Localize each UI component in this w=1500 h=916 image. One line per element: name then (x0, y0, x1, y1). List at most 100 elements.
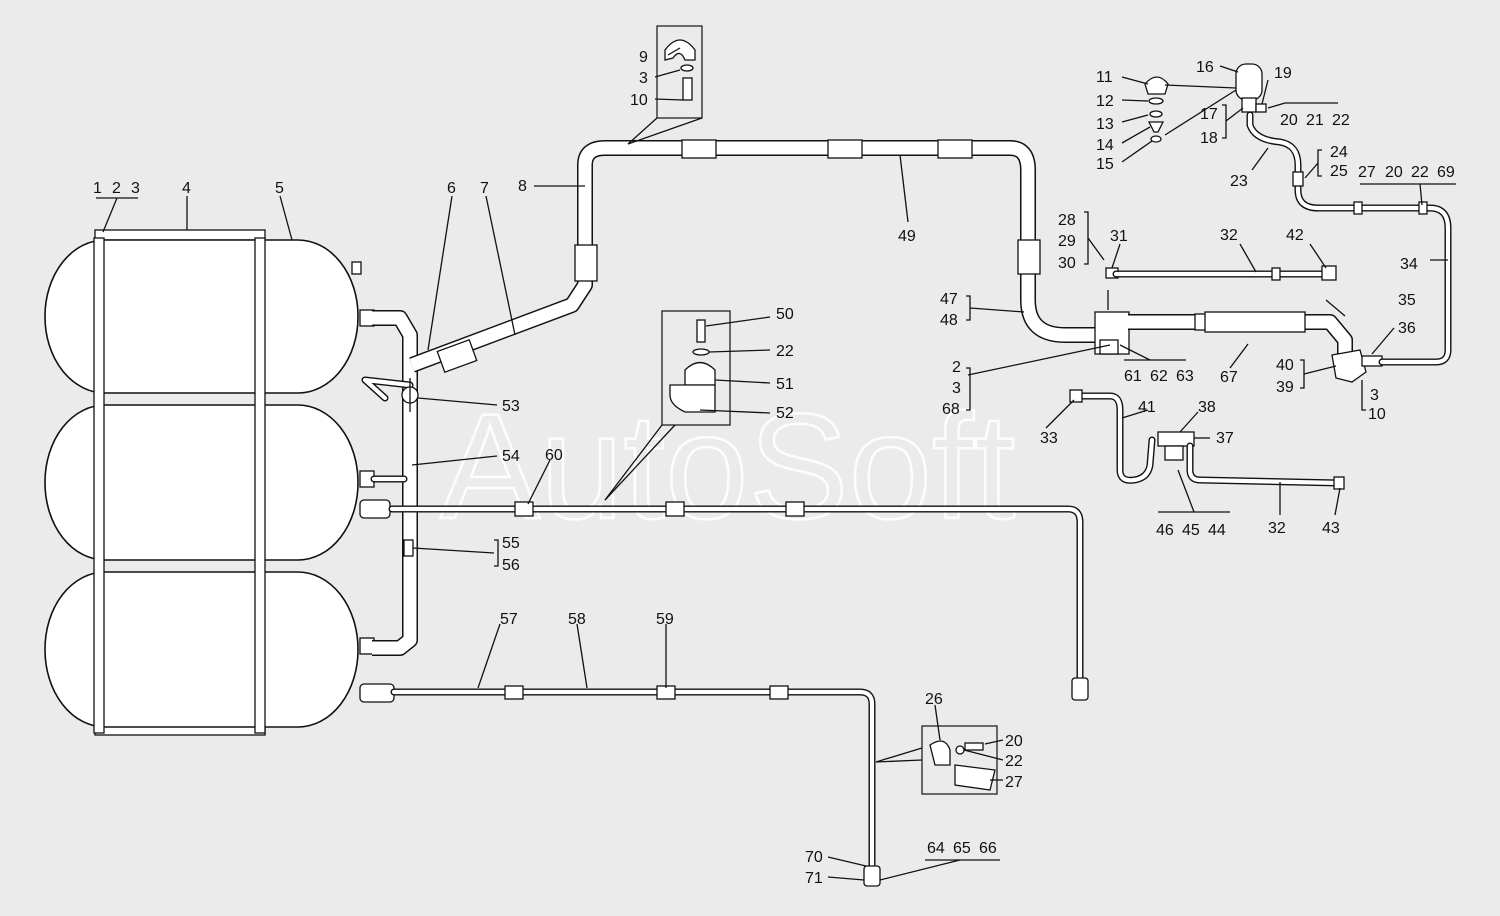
callout-50: 50 (776, 306, 794, 323)
callout-20-bottom: 20 (1005, 733, 1023, 750)
callout-39: 39 (1276, 379, 1294, 396)
callout-1: 1 (93, 180, 102, 197)
callout-38: 38 (1198, 399, 1216, 416)
clamp-exploded-view-middle (604, 310, 731, 501)
callout-65: 65 (953, 840, 971, 857)
tank-mount-bracket-top (94, 229, 266, 241)
bolt-10 (682, 77, 693, 101)
tank-strap-right (254, 237, 266, 734)
hose-coupling-d (1017, 239, 1041, 275)
main-pipe-run (409, 139, 1100, 373)
valve-lower-tank (359, 683, 395, 703)
callout-8: 8 (518, 178, 527, 195)
callout-55: 55 (502, 535, 520, 552)
washer-3 (680, 64, 694, 72)
callout-48: 48 (940, 312, 958, 329)
callout-26: 26 (925, 691, 943, 708)
callout-3-right: 3 (1370, 387, 1379, 404)
callout-3-top: 3 (639, 70, 648, 87)
line-34-joint-a (1353, 201, 1363, 215)
fitting-33 (1069, 389, 1083, 403)
bolt-20 (964, 742, 984, 751)
line-60 (388, 501, 1089, 701)
leader-lines (96, 47, 1456, 881)
line-32-top (1112, 265, 1337, 281)
callout-67: 67 (1220, 369, 1238, 386)
callout-10: 10 (630, 92, 648, 109)
callout-52: 52 (776, 405, 794, 422)
hose-coupling-a (681, 139, 717, 159)
end-fitting-60 (1071, 677, 1089, 701)
callout-71: 71 (805, 870, 823, 887)
callout-13: 13 (1096, 116, 1114, 133)
hose-coupling-c (937, 139, 973, 159)
relay-valve-assembly (1094, 267, 1383, 383)
callout-4: 4 (182, 180, 191, 197)
filter-base (1241, 97, 1257, 113)
callout-5: 5 (275, 180, 284, 197)
callout-3: 3 (131, 180, 140, 197)
callout-16: 16 (1196, 59, 1214, 76)
callout-44: 44 (1208, 522, 1226, 539)
valve-39-40 (1331, 349, 1367, 383)
callout-58: 58 (568, 611, 586, 628)
callout-20-top: 20 (1385, 164, 1403, 181)
pad-27 (954, 764, 996, 791)
callout-53: 53 (502, 398, 520, 415)
callout-37: 37 (1216, 430, 1234, 447)
callout-19: 19 (1274, 65, 1292, 82)
valve-middle-tank (359, 499, 391, 519)
callout-51: 51 (776, 376, 794, 393)
callout-32-bottom: 32 (1268, 520, 1286, 537)
fitting-upper-tank (359, 309, 375, 327)
callout-22-mid: 22 (776, 343, 794, 360)
callout-6: 6 (447, 180, 456, 197)
line-32-joint (1271, 267, 1281, 281)
callout-20: 20 (1280, 112, 1298, 129)
callout-29: 29 (1058, 233, 1076, 250)
coupling-58 (769, 685, 789, 700)
bolt-50 (696, 319, 706, 343)
callout-17: 17 (1200, 106, 1218, 123)
callout-42: 42 (1286, 227, 1304, 244)
tank-drain-plug (351, 261, 362, 275)
hose-coupling-6 (436, 339, 478, 373)
callout-63: 63 (1176, 368, 1194, 385)
clamp-52 (669, 384, 716, 413)
filter-38-assembly (1069, 389, 1345, 490)
pipe-clamp-55 (403, 539, 414, 557)
detail-box-9-10 (656, 25, 703, 119)
callout-22: 22 (1332, 112, 1350, 129)
watermark-text: AutoSoft (440, 382, 1015, 550)
filter-38-bowl (1164, 445, 1184, 461)
callout-7: 7 (480, 180, 489, 197)
callout-28: 28 (1058, 212, 1076, 229)
clamp-exploded-view-bottom (875, 725, 998, 795)
callout-24: 24 (1330, 144, 1348, 161)
callout-62: 62 (1150, 368, 1168, 385)
detail-box-50-52 (661, 310, 731, 426)
callout-40: 40 (1276, 357, 1294, 374)
clamp-exploded-view-top (627, 25, 703, 145)
callout-3-mid: 3 (952, 380, 961, 397)
clamp-51 (684, 361, 716, 386)
coupling-57 (504, 685, 524, 700)
tank-strap-left (93, 237, 105, 734)
callout-47: 47 (940, 291, 958, 308)
tank-fittings (359, 309, 395, 703)
callout-69: 69 (1437, 164, 1455, 181)
air-tank-middle (44, 404, 359, 561)
cap-11 (1144, 76, 1169, 95)
callout-41: 41 (1138, 399, 1156, 416)
callout-33: 33 (1040, 430, 1058, 447)
washer-15 (1150, 135, 1162, 143)
callout-23: 23 (1230, 173, 1248, 190)
clamp-9 (664, 39, 696, 61)
callout-61: 61 (1124, 368, 1142, 385)
coupling-60a (514, 501, 534, 517)
callout-56: 56 (502, 557, 520, 574)
callout-31: 31 (1110, 228, 1128, 245)
callout-labels: 1 2 3 4 5 6 7 8 9 3 10 49 11 12 13 14 15… (93, 49, 1455, 887)
